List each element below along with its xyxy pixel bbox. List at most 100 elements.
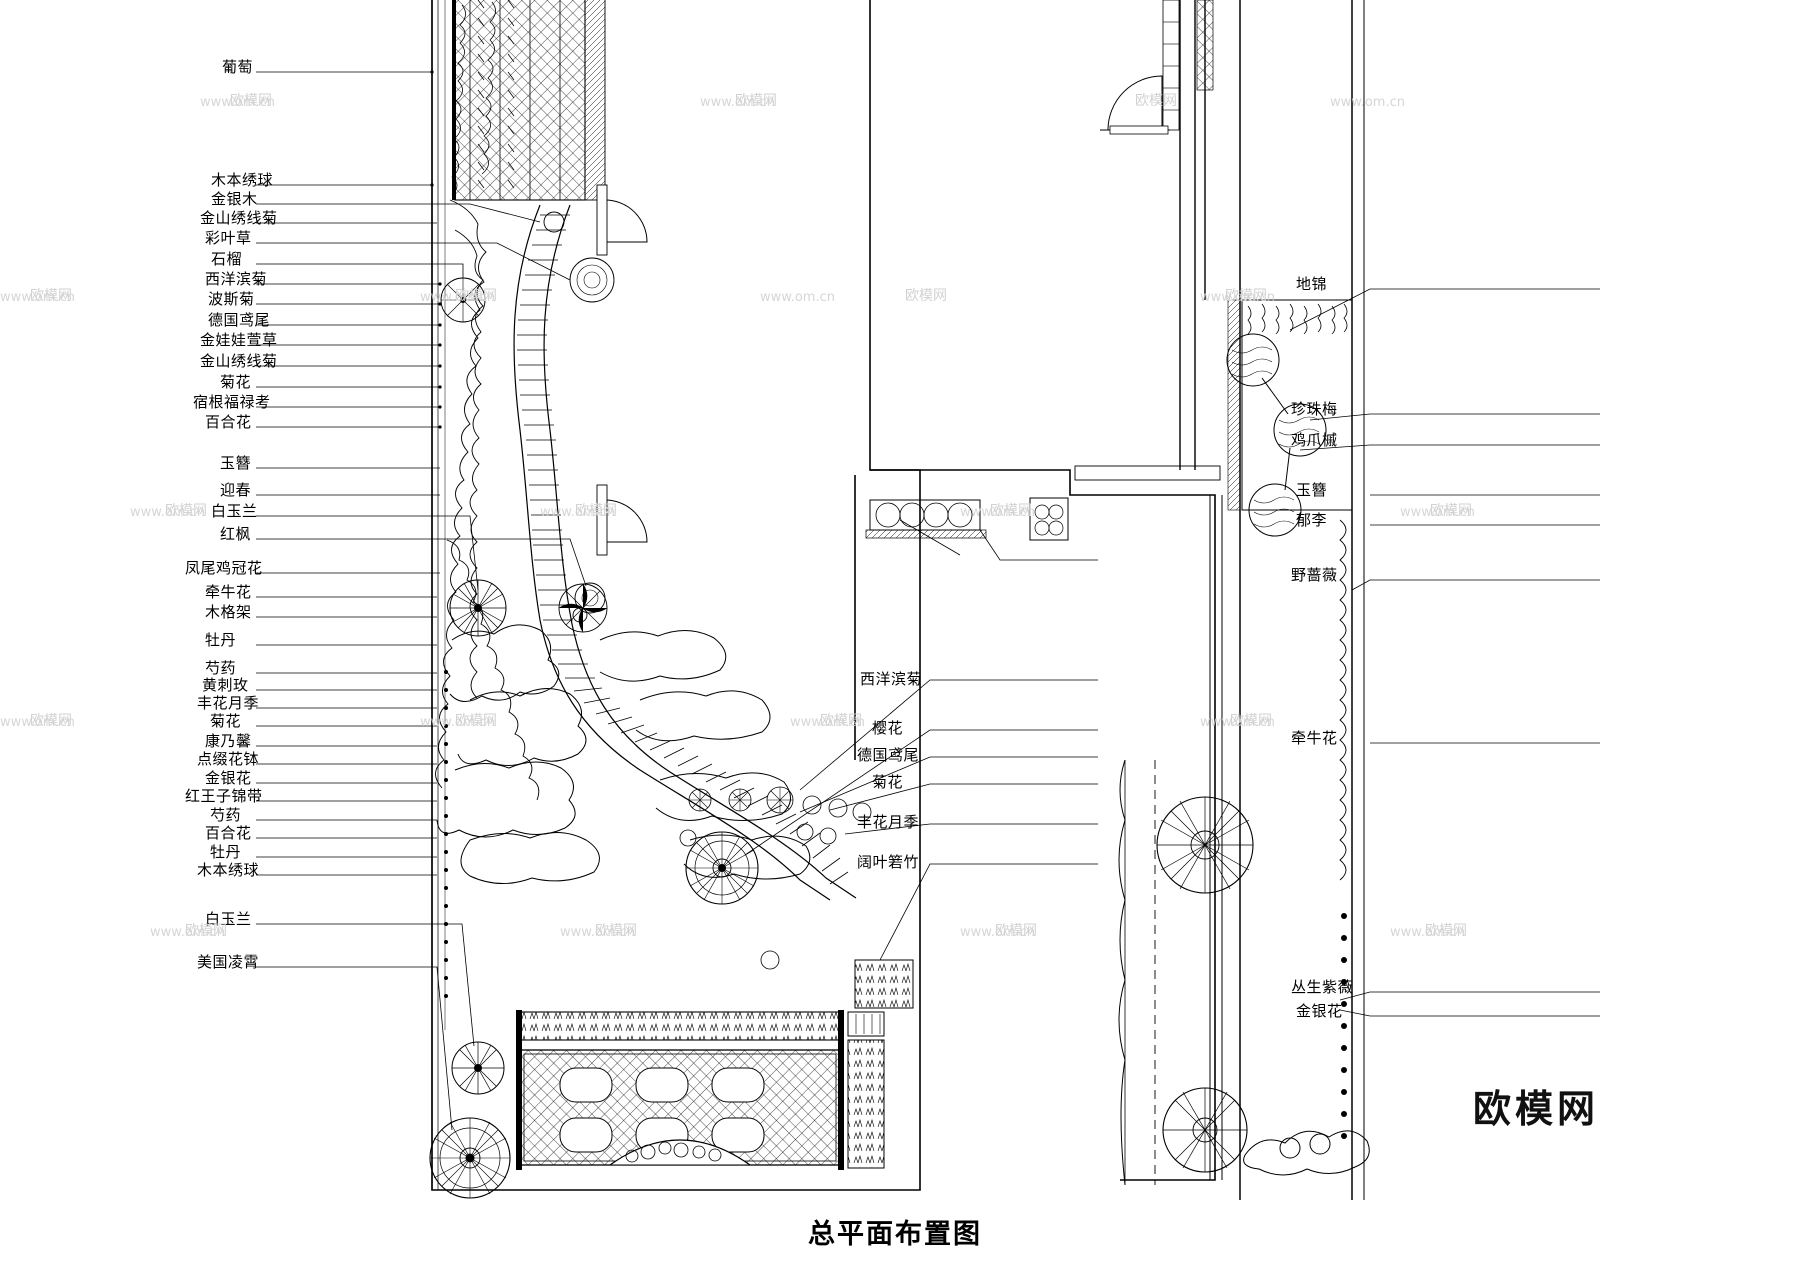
watermark-url-12: www.om.cn: [0, 715, 75, 730]
grape-trellis-area: [451, 0, 586, 201]
plant-label-left-11: 金山绣线菊: [200, 352, 278, 370]
plant-label-left-30: 红王子锦带: [185, 787, 263, 805]
watermark-brand-3: 欧模网: [1135, 93, 1177, 109]
plant-label-mid-3: 德国鸢尾: [857, 746, 920, 764]
plant-label-left-24: 黄刺玫: [202, 676, 249, 694]
watermark-brand-13: 欧模网: [455, 713, 497, 729]
courtyard-inner-path: [1118, 759, 1126, 1186]
plant-label-left-3: 金银木: [211, 190, 258, 208]
drawing-title: 总平面布置图: [808, 1219, 982, 1250]
watermark-url-15: www.om.cn: [1200, 715, 1275, 730]
watermark-url-17: www.om.cn: [560, 925, 635, 940]
plant-label-left-10: 金娃娃萱草: [200, 331, 278, 349]
plant-label-left-31: 芍药: [210, 806, 242, 824]
watermark-brand-17: 欧模网: [595, 923, 637, 939]
courtyard-walls: [1074, 465, 1223, 1180]
door-swing-upper-right: [1100, 75, 1170, 135]
plant-label-left-35: 白玉兰: [205, 910, 252, 928]
plant-label-left-23: 芍药: [205, 659, 237, 677]
watermark-brand-14: 欧模网: [820, 713, 862, 729]
watermark-url-1: www.om.cn: [200, 95, 275, 110]
plant-label-mid-1: 西洋滨菊: [860, 670, 923, 688]
leader-lines-mid: [744, 519, 1098, 961]
watermark-brand-5: 欧模网: [455, 288, 497, 304]
right-plot-wild-rose-hedge: [1339, 519, 1347, 881]
plant-label-left-9: 德国鸢尾: [208, 311, 271, 329]
watermark-brand-4: 欧模网: [30, 288, 72, 304]
watermark-brand-7: 欧模网: [1225, 288, 1267, 304]
plant-label-left-18: 红枫: [220, 525, 252, 543]
bottom-pavilion: [516, 1010, 885, 1170]
plant-label-left-17: 白玉兰: [211, 502, 258, 520]
watermark-url-11: www.om.cn: [1400, 505, 1475, 520]
right-plot-dashed-line: [1124, 760, 1156, 1185]
leader-lines-right: [1289, 288, 1600, 1017]
watermark-url-16: www.om.cn: [150, 925, 225, 940]
courtyard-building: [854, 469, 1216, 1181]
brand-logo: 欧模网: [1473, 1087, 1600, 1131]
plant-label-right-7: 牵牛花: [1291, 729, 1338, 747]
plant-label-left-15: 玉簪: [220, 454, 252, 472]
watermark-brand-18: 欧模网: [995, 923, 1037, 939]
watermark-url-10: www.om.cn: [960, 505, 1035, 520]
plant-label-left-14: 百合花: [205, 413, 252, 431]
plant-label-left-5: 彩叶草: [205, 229, 252, 247]
plant-label-left-4: 金山绣线菊: [200, 209, 278, 227]
tree-circle-cluster-upper: [543, 211, 615, 623]
plant-label-left-6: 石榴: [211, 250, 243, 268]
plant-label-right-8: 丛生紫薇: [1291, 978, 1354, 996]
leader-lines-left: [256, 71, 587, 1131]
watermark-url-7: www.om.cn: [1200, 290, 1275, 305]
plant-label-right-9: 金银花: [1296, 1002, 1343, 1020]
watermark-url-19: www.om.cn: [1390, 925, 1465, 940]
plant-label-left-8: 波斯菊: [208, 290, 255, 308]
upper-right-wall-hatch: [1162, 0, 1214, 131]
shrub-masses-left: [435, 199, 487, 789]
watermark-url-6: www.om.cn: [760, 290, 835, 305]
plant-label-left-21: 木格架: [205, 603, 252, 621]
right-plot-grass-band: [1227, 299, 1241, 511]
plant-label-left-13: 宿根福禄考: [193, 393, 271, 411]
plant-label-left-16: 迎春: [220, 481, 252, 499]
planting-bed-scallop: [446, 539, 540, 801]
watermark-brand-19: 欧模网: [1425, 923, 1467, 939]
watermark-brand-1: 欧模网: [230, 93, 272, 109]
plant-label-right-3: 鸡爪槭: [1291, 431, 1338, 449]
tree-pomegranate: [440, 277, 486, 323]
right-plot-outline: [1239, 0, 1365, 1200]
plant-label-left-1: 葡萄: [222, 58, 254, 76]
watermark-url-5: www.om.cn: [420, 290, 495, 305]
plant-label-right-4: 玉簪: [1296, 481, 1328, 499]
plant-label-left-27: 康乃馨: [205, 732, 252, 750]
watermark-brand-12: 欧模网: [30, 713, 72, 729]
watermark-url-4: www.om.cn: [0, 290, 75, 305]
plant-label-mid-2: 樱花: [872, 719, 904, 737]
watermark-url-3: www.om.cn: [1330, 95, 1405, 110]
plant-label-left-20: 牵牛花: [205, 583, 252, 601]
tree-symbols: [429, 211, 872, 1199]
plant-label-left-19: 凤尾鸡冠花: [185, 559, 263, 577]
watermark-brand-9: 欧模网: [575, 503, 617, 519]
paved-path: [513, 204, 857, 901]
watermark-url-8: www.om.cn: [130, 505, 205, 520]
watermark-url-9: www.om.cn: [540, 505, 615, 520]
plant-label-mid-5: 丰花月季: [857, 813, 920, 831]
plant-label-left-28: 点缀花钵: [197, 750, 260, 768]
plant-label-left-32: 百合花: [205, 824, 252, 842]
plant-label-mid-6: 阔叶箬竹: [857, 853, 920, 871]
tree-trumpet-vine-lower: [429, 1117, 511, 1199]
watermark-url-2: www.om.cn: [700, 95, 775, 110]
watermark-brand-10: 欧模网: [990, 503, 1032, 519]
left-boundary-wall: [431, 0, 446, 1190]
plant-label-left-33: 牡丹: [210, 843, 242, 861]
watermark-brand-11: 欧模网: [1430, 503, 1472, 519]
bamboo-strip-right: [854, 959, 914, 1009]
plant-label-right-1: 地锦: [1296, 275, 1328, 293]
watermark-url-13: www.om.cn: [420, 715, 495, 730]
watermark-url-14: www.om.cn: [790, 715, 865, 730]
flower-circle-cluster-center: [679, 786, 872, 970]
ivy-planting-band: [1241, 299, 1353, 511]
watermark-url-18: www.om.cn: [960, 925, 1035, 940]
plant-label-right-2: 珍珠梅: [1291, 400, 1338, 418]
tree-magnolia-lower: [451, 1041, 505, 1095]
